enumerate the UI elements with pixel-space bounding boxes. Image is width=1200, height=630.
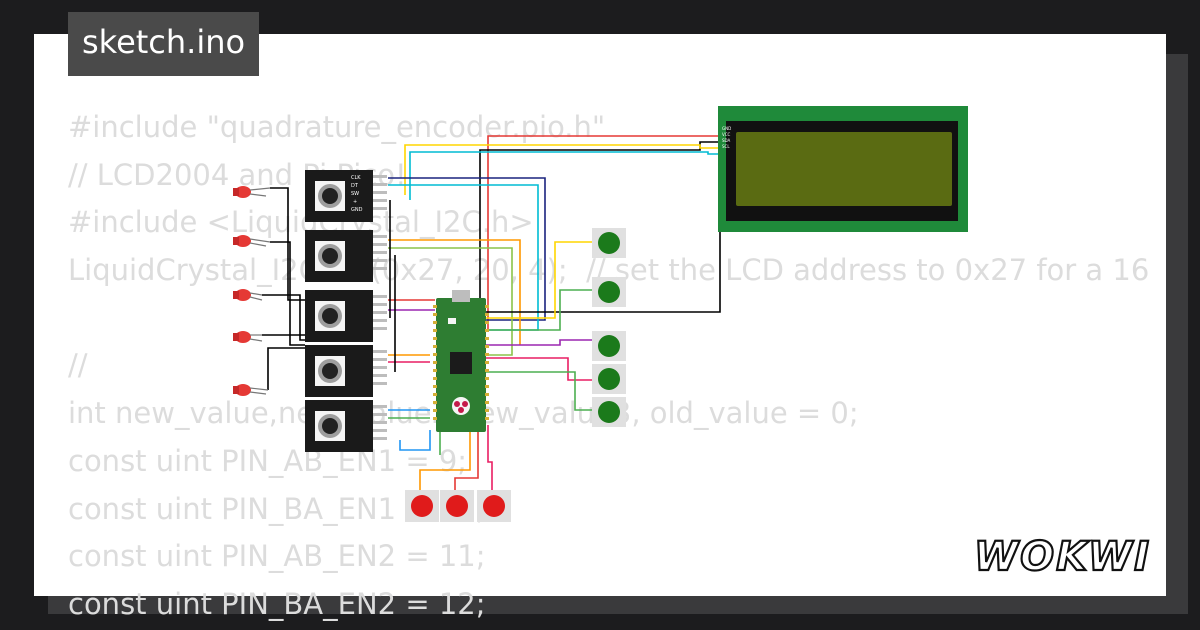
red-led[interactable]	[233, 384, 269, 396]
lcd-pin-scl: SCL	[722, 144, 730, 149]
green-push-button[interactable]	[592, 331, 626, 361]
red-push-button[interactable]	[440, 490, 474, 522]
raspberry-pi-pico[interactable]	[433, 290, 489, 432]
file-title: sketch.ino	[68, 12, 260, 76]
code-line-11: const uint PIN_BA_EN2 = 12;	[68, 586, 486, 621]
code-line-10: const uint PIN_AB_EN2 = 11;	[68, 539, 486, 574]
green-push-button[interactable]	[592, 397, 626, 427]
preview-card: #include "quadrature_encoder.pio.h"// LC…	[34, 34, 1166, 621]
red-led[interactable]	[233, 186, 271, 198]
red-push-button[interactable]	[477, 490, 511, 522]
green-push-button[interactable]	[592, 228, 626, 258]
code-line-6: //	[68, 348, 88, 383]
lcd-pin-gnd: GND	[722, 126, 731, 131]
usb-connector-icon	[452, 290, 470, 302]
encoder-pin-vcc: +	[353, 199, 357, 205]
wokwi-logo: WOKWI	[973, 533, 1150, 581]
red-led[interactable]	[233, 331, 263, 343]
green-push-button[interactable]	[592, 364, 626, 394]
raspberry-pi-logo-icon	[452, 397, 470, 415]
encoder-pin-gnd: GND	[351, 207, 363, 213]
encoder-pin-dt: DT	[351, 183, 359, 189]
lcd-pin-sda: SDA	[722, 138, 731, 143]
encoder-pin-clk: CLK	[351, 175, 361, 181]
lcd-2004-display[interactable]: GND VCC SDA SCL	[718, 106, 968, 232]
encoder-pin-sw: SW	[351, 191, 359, 197]
red-led[interactable]	[233, 289, 263, 301]
red-led[interactable]	[233, 235, 271, 247]
code-line-9: const uint PIN_BA_EN1 = 10;	[68, 491, 486, 526]
rotary-encoder[interactable]: CLK DT SW + GND	[305, 170, 387, 222]
rotary-encoder[interactable]	[305, 400, 387, 452]
rotary-encoder[interactable]	[305, 290, 387, 342]
rotary-encoder[interactable]	[305, 345, 387, 397]
wokwi-logo-text: WOKWI	[974, 534, 1151, 580]
rotary-encoder[interactable]	[305, 230, 387, 282]
green-push-button[interactable]	[592, 277, 626, 307]
lcd-pin-vcc: VCC	[722, 132, 731, 137]
red-push-button[interactable]	[405, 490, 439, 522]
code-line-1: #include "quadrature_encoder.pio.h"	[68, 110, 606, 144]
